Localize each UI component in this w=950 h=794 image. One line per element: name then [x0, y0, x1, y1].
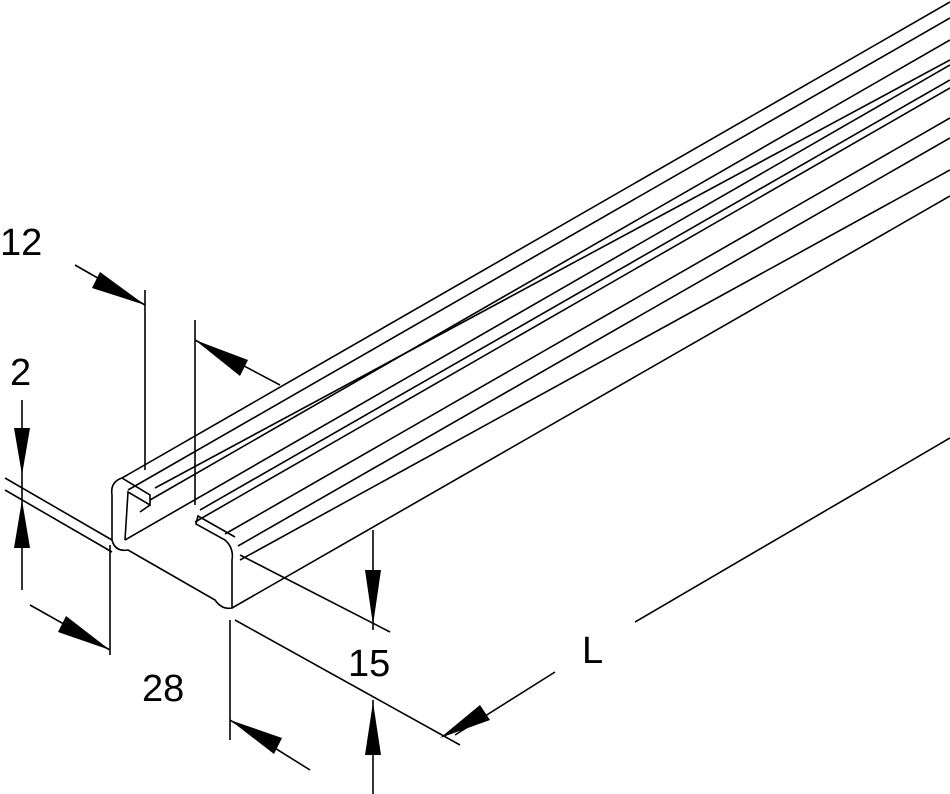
- dimension-2-label: 2: [10, 352, 32, 394]
- dimension-length-label: L: [582, 630, 604, 672]
- arrowheads: [14, 272, 490, 755]
- dimension-15-label: 15: [348, 643, 391, 685]
- rail-body: [110, 1, 950, 610]
- dimension-28-label: 28: [142, 668, 185, 710]
- dimension-12-label: 12: [0, 222, 43, 264]
